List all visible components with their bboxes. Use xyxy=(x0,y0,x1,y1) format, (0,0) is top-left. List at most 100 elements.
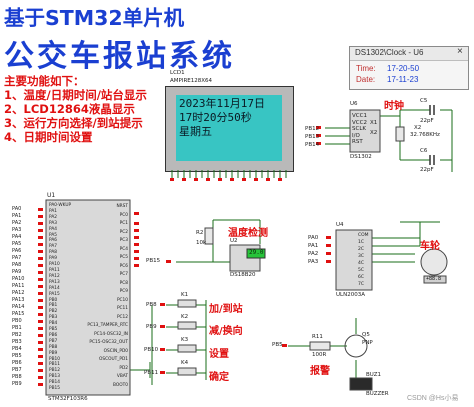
x2-ref: X2 xyxy=(414,125,422,131)
temp-net: PB15 xyxy=(146,258,161,264)
motor[interactable] xyxy=(420,248,448,276)
key-net: PB11 xyxy=(144,370,159,376)
motor-label: 车轮 xyxy=(420,241,440,252)
q5-type: PNP xyxy=(362,340,373,346)
c5-ref: C5 xyxy=(420,98,428,104)
pin-label: PB7 xyxy=(49,338,58,344)
uln-nets: PA0 PA1 PA2 PA3 xyxy=(308,234,318,266)
pin-label: PA3 xyxy=(49,220,57,226)
net-label: PB4 xyxy=(12,346,22,352)
key-net: PB8 xyxy=(146,302,157,308)
net-label: PB2 xyxy=(12,332,22,338)
net-label: PA0 xyxy=(12,206,22,212)
net-label: PA15 xyxy=(12,311,25,317)
resistor-r11[interactable] xyxy=(309,341,331,351)
date-value: 17-11-23 xyxy=(387,75,419,84)
title-line-2: 公交车报站系统 xyxy=(4,39,235,74)
mcu-pins-left: PA0-WKUP PA1 PA2 PA3 PA4 PA5 PA6 PA7 PA8… xyxy=(49,203,71,392)
pin-label: X1 xyxy=(370,120,378,126)
rtc-chip[interactable] xyxy=(349,109,381,153)
close-icon[interactable]: × xyxy=(457,46,463,57)
net-label: PA3 xyxy=(12,227,22,233)
lcd-module[interactable]: 2023年11月17日 17时20分50秒 星期五 xyxy=(165,86,294,172)
rtc-pins-left: VCC1 VCC2 SCLK I/O RST xyxy=(352,113,367,146)
pin-label: 2C xyxy=(358,247,365,252)
net-label: PB8 xyxy=(12,374,22,380)
key-k4[interactable] xyxy=(177,367,197,376)
pin-label: PA9 xyxy=(49,256,57,262)
r11-ref: R11 xyxy=(312,334,323,340)
clock-window-titlebar[interactable]: DS1302\Clock - U6 × xyxy=(350,46,468,61)
pin-label: X2 xyxy=(370,130,378,136)
key-ref: K2 xyxy=(181,314,189,320)
net-label: PA10 xyxy=(12,276,25,282)
pin-label: COM xyxy=(358,233,369,238)
net-label: PA12 xyxy=(12,290,25,296)
pin-label: PC6 xyxy=(119,263,128,269)
pin-label: PA10 xyxy=(49,262,60,268)
q5-ref: Q5 xyxy=(362,332,370,338)
pin-label: PA2 xyxy=(49,214,57,220)
net-label: PB12 xyxy=(305,126,320,132)
watermark: CSDN @Hs小易 xyxy=(407,395,459,402)
pin-label: PD2 xyxy=(119,365,128,371)
net-label: PA1 xyxy=(308,243,319,249)
key-label-sub: 减/换向 xyxy=(209,326,243,337)
clock-window[interactable]: DS1302\Clock - U6 × Time: 17-20-50 Date:… xyxy=(349,46,469,90)
pin-label: PC8 xyxy=(119,280,128,286)
mcu-nets-left: PA0 PA1 PA2 PA3 PA4 PA5 PA6 PA7 PA8 PA9 … xyxy=(12,206,24,388)
lcd-line-2: 17时20分50秒 xyxy=(179,111,252,124)
rtc-label: 时钟 xyxy=(384,101,404,112)
temp-part: DS18B20 xyxy=(230,272,256,278)
key-ref: K3 xyxy=(181,337,189,343)
pin-label: PA5 xyxy=(49,232,57,238)
pin-label: PC0 xyxy=(119,212,128,218)
motor-readout xyxy=(423,275,447,284)
pin-label: PB9 xyxy=(49,350,58,356)
title-line-1: 基于STM32单片机 xyxy=(4,6,185,30)
key-k3[interactable] xyxy=(177,344,197,353)
pin-label: PA12 xyxy=(49,273,60,279)
buzzer[interactable] xyxy=(349,377,373,391)
rtc-nets: PB12 PB13 PB14 xyxy=(305,125,319,149)
pin-label: PA11 xyxy=(49,267,60,273)
net-label: PB9 xyxy=(12,381,22,387)
pin-label: PA14 xyxy=(49,285,60,291)
key-label-add: 加/到站 xyxy=(209,304,243,315)
pin-label: PC7 xyxy=(119,272,128,277)
crystal[interactable] xyxy=(395,126,405,142)
pin-label: 4C xyxy=(358,261,365,266)
pin-label: PA7 xyxy=(49,244,57,250)
feature-item: 1、温度/日期时间/站台显示 xyxy=(4,88,147,102)
mcu-chip[interactable] xyxy=(45,199,131,396)
x2-value: 32.768KHz xyxy=(410,132,440,138)
key-k1[interactable] xyxy=(177,299,197,308)
net-label: PA14 xyxy=(12,304,25,310)
transistor-q5[interactable] xyxy=(344,334,368,358)
pin-label: OSCOUT_PD1 xyxy=(98,357,128,362)
pin-label: PB2 xyxy=(49,309,58,315)
rtc-pins-right: X1 X2 xyxy=(370,118,377,138)
pin-label: PB15 xyxy=(49,386,61,392)
pin-label: PC2 xyxy=(119,229,128,235)
key-k2[interactable] xyxy=(177,321,197,330)
net-label: PA9 xyxy=(12,269,22,275)
net-label: PB1 xyxy=(12,325,22,331)
net-label: PA3 xyxy=(308,259,319,265)
date-label: Date: xyxy=(356,75,376,84)
uln-chip[interactable] xyxy=(335,229,373,291)
key-ref: K1 xyxy=(181,292,189,298)
pin-label: PC13_TAMPER_RTC xyxy=(87,323,128,328)
lcd-line-1: 2023年11月17日 xyxy=(179,97,265,110)
pin-label: BOOT0 xyxy=(113,382,128,388)
pin-label: RST xyxy=(352,139,363,145)
features-heading: 主要功能如下： xyxy=(4,74,85,88)
time-value: 17-20-50 xyxy=(387,64,420,73)
pin-label: OSCIN_PD0 xyxy=(103,348,128,354)
uln-pins-right: COM 1C 2C 3C 4C 5C 6C 7C xyxy=(358,232,369,288)
net-label: PB14 xyxy=(305,142,320,148)
resistor-r2[interactable] xyxy=(204,227,214,245)
net-label: PA11 xyxy=(12,283,25,289)
lcd-screen: 2023年11月17日 17时20分50秒 星期五 xyxy=(176,95,282,161)
r2-ref: R2 xyxy=(196,230,204,236)
